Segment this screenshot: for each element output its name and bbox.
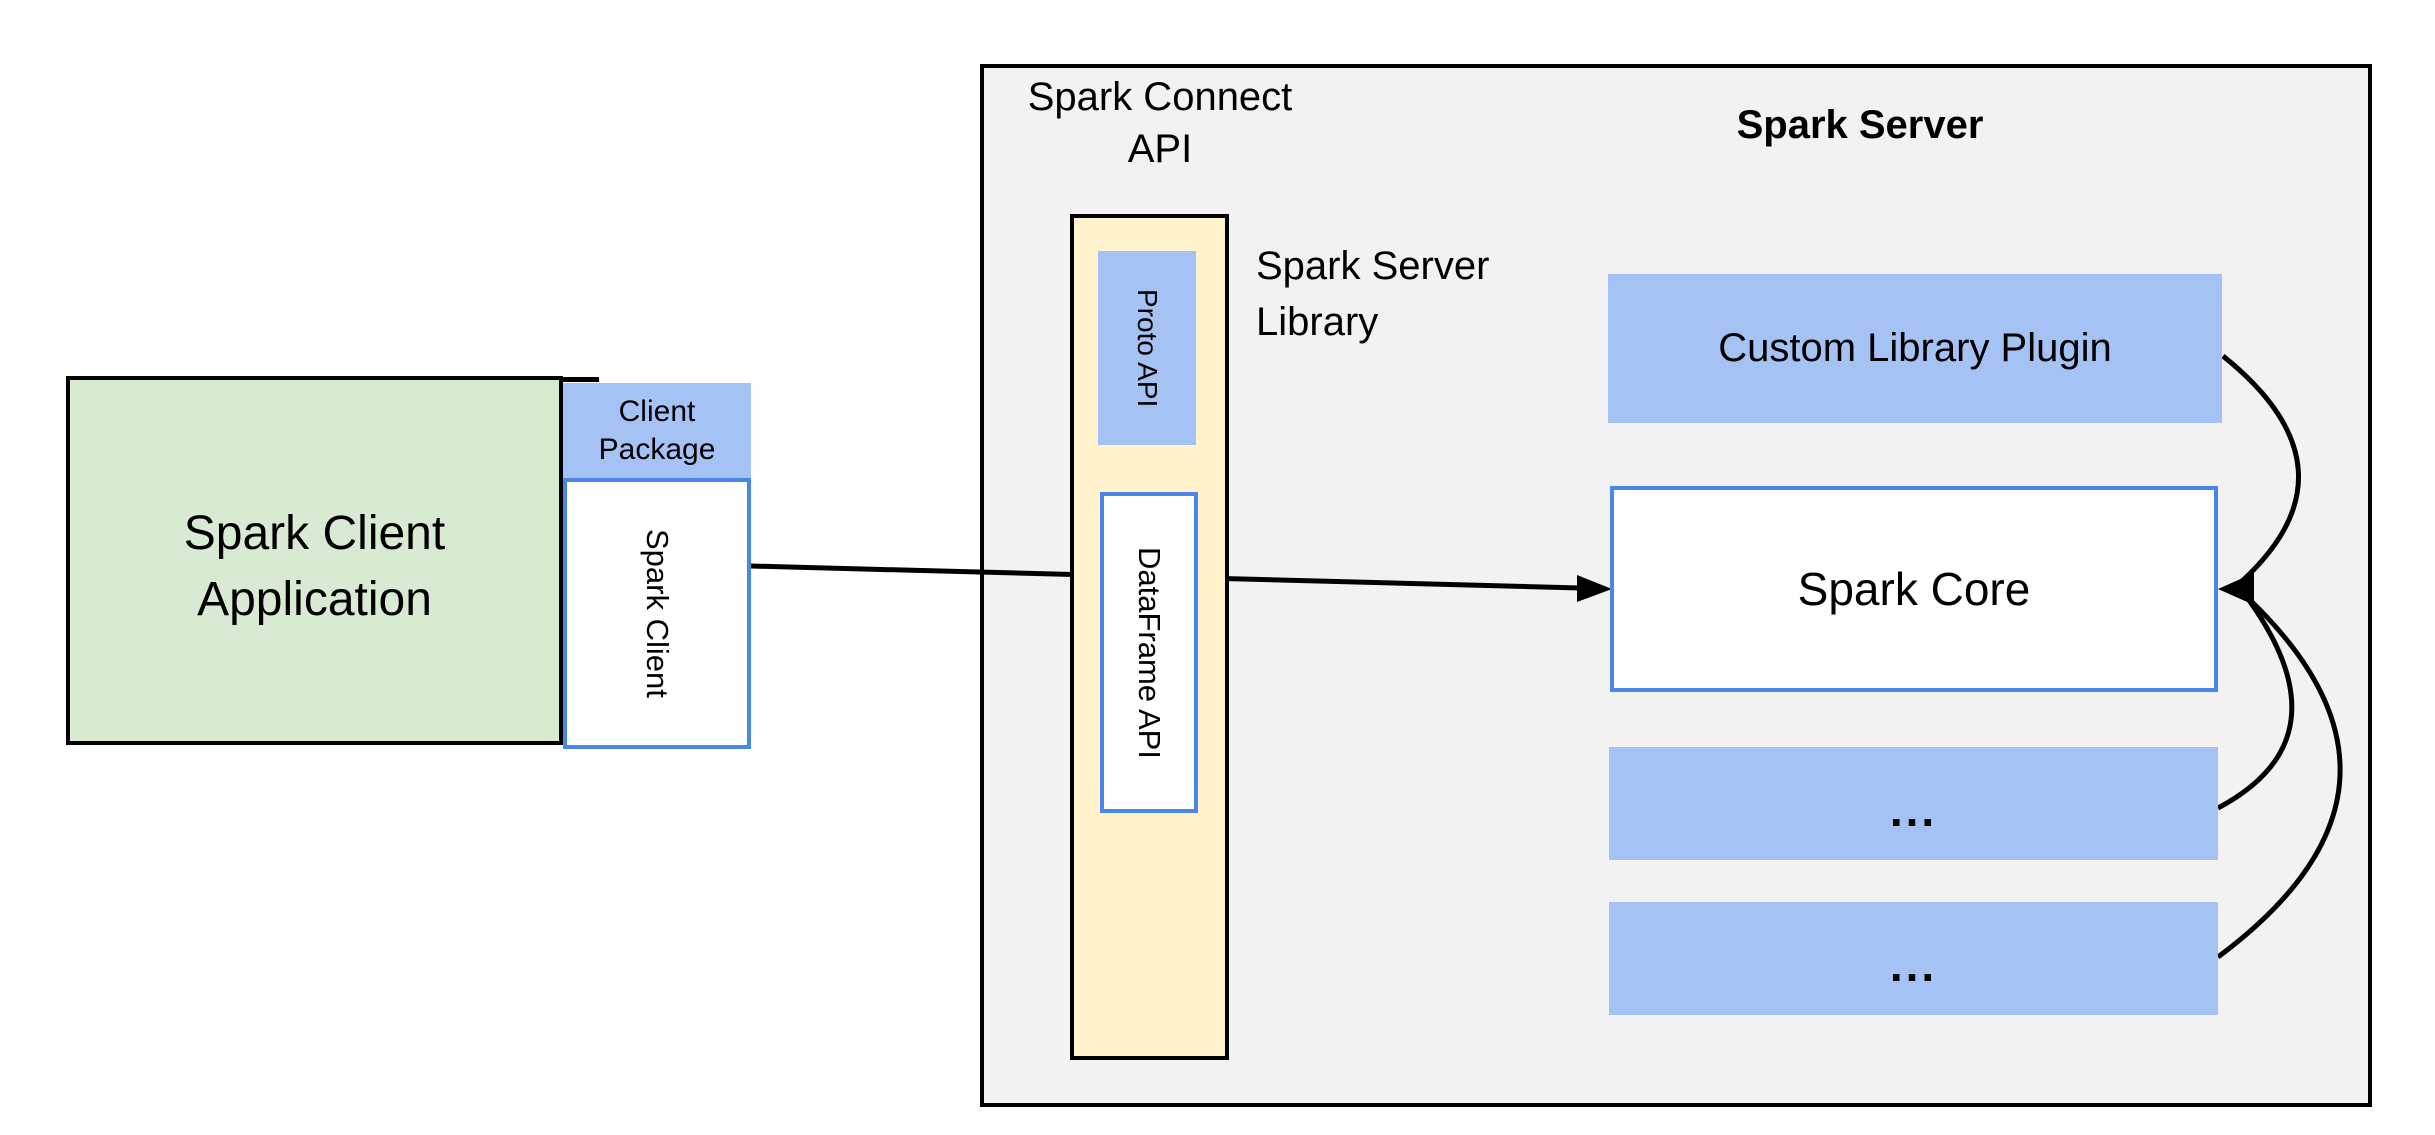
spark-core-box: Spark Core xyxy=(1610,486,2218,692)
proto-api-label: Proto API xyxy=(1132,288,1163,408)
custom-library-plugin-label: Custom Library Plugin xyxy=(1718,326,2112,370)
plugin-slot-2-label: ... xyxy=(1889,938,1938,991)
spark-server-library-label: Spark Server Library xyxy=(1256,244,1490,344)
dataframe-api-label: DataFrame API xyxy=(1132,546,1167,759)
plugin-slot-1-box: ... xyxy=(1609,747,2218,860)
plugin-slot-1-label: ... xyxy=(1889,783,1938,836)
plugin-slot-2-box: ... xyxy=(1609,902,2218,1015)
proto-api-box: Proto API xyxy=(1098,251,1196,445)
spark-connect-api-title: Spark Connect API xyxy=(1027,75,1293,171)
spark-client-box: Spark Client xyxy=(563,478,751,749)
client-package-box: Client Package xyxy=(563,383,751,478)
spark-client-application-box: Spark Client Application xyxy=(66,376,563,745)
green-box-border-overhang xyxy=(561,377,599,382)
spark-client-label: Spark Client xyxy=(640,529,675,698)
spark-client-application-label: Spark Client Application xyxy=(183,506,446,626)
custom-library-plugin-box: Custom Library Plugin xyxy=(1608,274,2222,423)
spark-server-title: Spark Server xyxy=(1736,103,1984,147)
dataframe-api-box: DataFrame API xyxy=(1100,492,1198,813)
spark-core-label: Spark Core xyxy=(1797,563,2031,615)
client-package-label: Client Package xyxy=(598,394,716,466)
